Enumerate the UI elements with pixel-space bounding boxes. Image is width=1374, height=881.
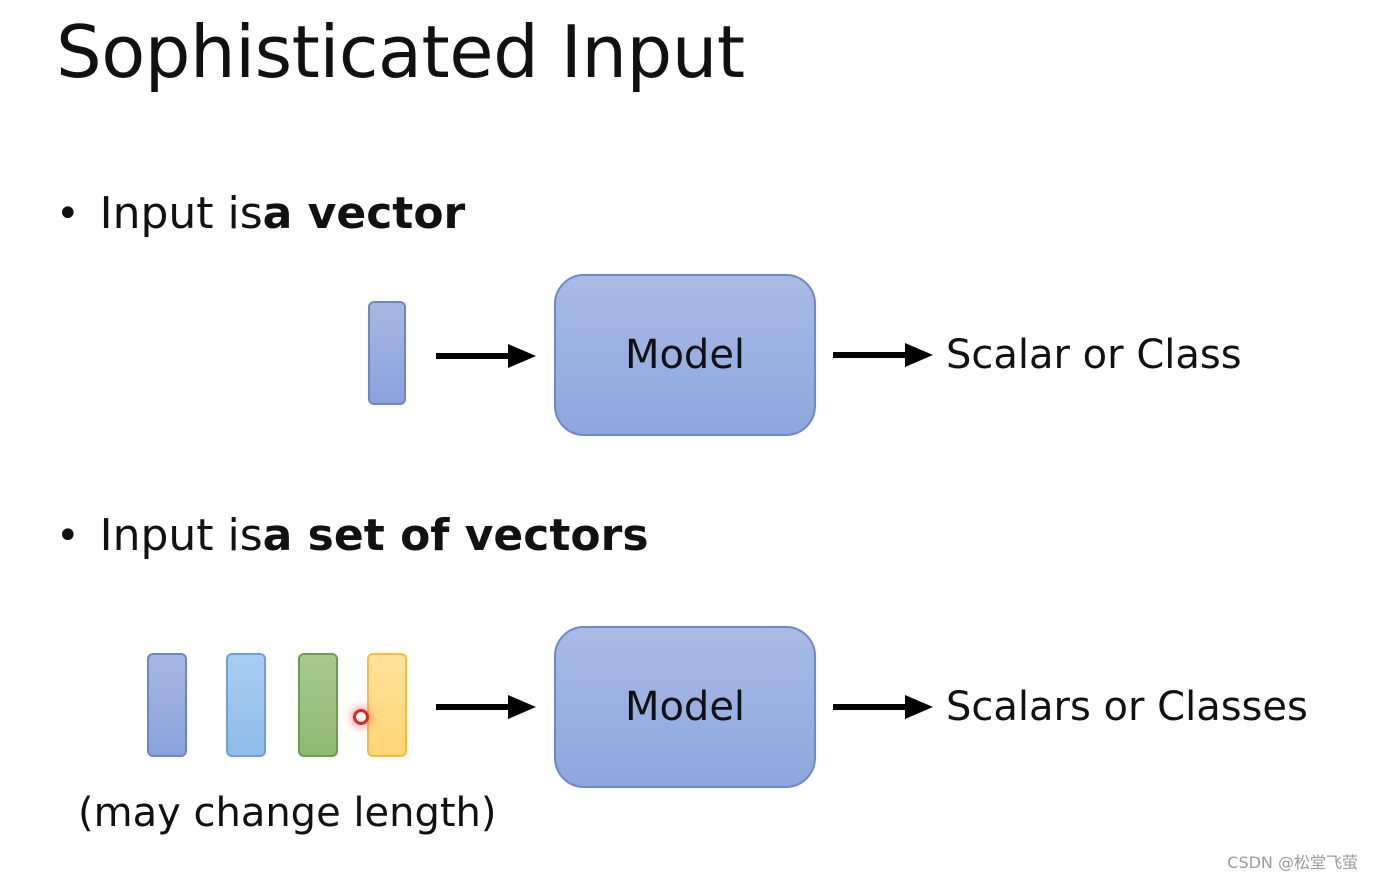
model-label: Model xyxy=(624,332,746,378)
input-vector-3 xyxy=(298,653,338,757)
pointer-cursor-icon xyxy=(353,709,369,725)
arrow-right-icon xyxy=(833,695,933,719)
bullet-dot-icon: • xyxy=(56,512,80,559)
arrow-right-icon xyxy=(833,343,933,367)
arrow-right-icon xyxy=(436,344,536,368)
arrow-right-icon xyxy=(436,695,536,719)
bullet-text-prefix: Input is xyxy=(99,510,263,561)
watermark: CSDN @松堂飞萤 xyxy=(1227,853,1358,872)
bullet-vector: • Input is a vector xyxy=(56,188,465,239)
input-vector-2 xyxy=(226,653,266,757)
output-label: Scalars or Classes xyxy=(946,684,1308,730)
length-note: (may change length) xyxy=(78,790,497,836)
model-label: Model xyxy=(624,684,746,730)
page-title: Sophisticated Input xyxy=(56,10,745,94)
bullet-text-bold: a vector xyxy=(262,188,466,239)
input-vector xyxy=(368,301,406,405)
output-label: Scalar or Class xyxy=(946,332,1242,378)
bullet-set-of-vectors: • Input is a set of vectors xyxy=(56,510,649,561)
model-box: Model xyxy=(554,626,816,788)
model-box: Model xyxy=(554,274,816,436)
input-vector-4 xyxy=(367,653,407,757)
bullet-dot-icon: • xyxy=(56,190,80,237)
bullet-text-prefix: Input is xyxy=(99,188,263,239)
input-vector-1 xyxy=(147,653,187,757)
bullet-text-bold: a set of vectors xyxy=(262,510,649,561)
